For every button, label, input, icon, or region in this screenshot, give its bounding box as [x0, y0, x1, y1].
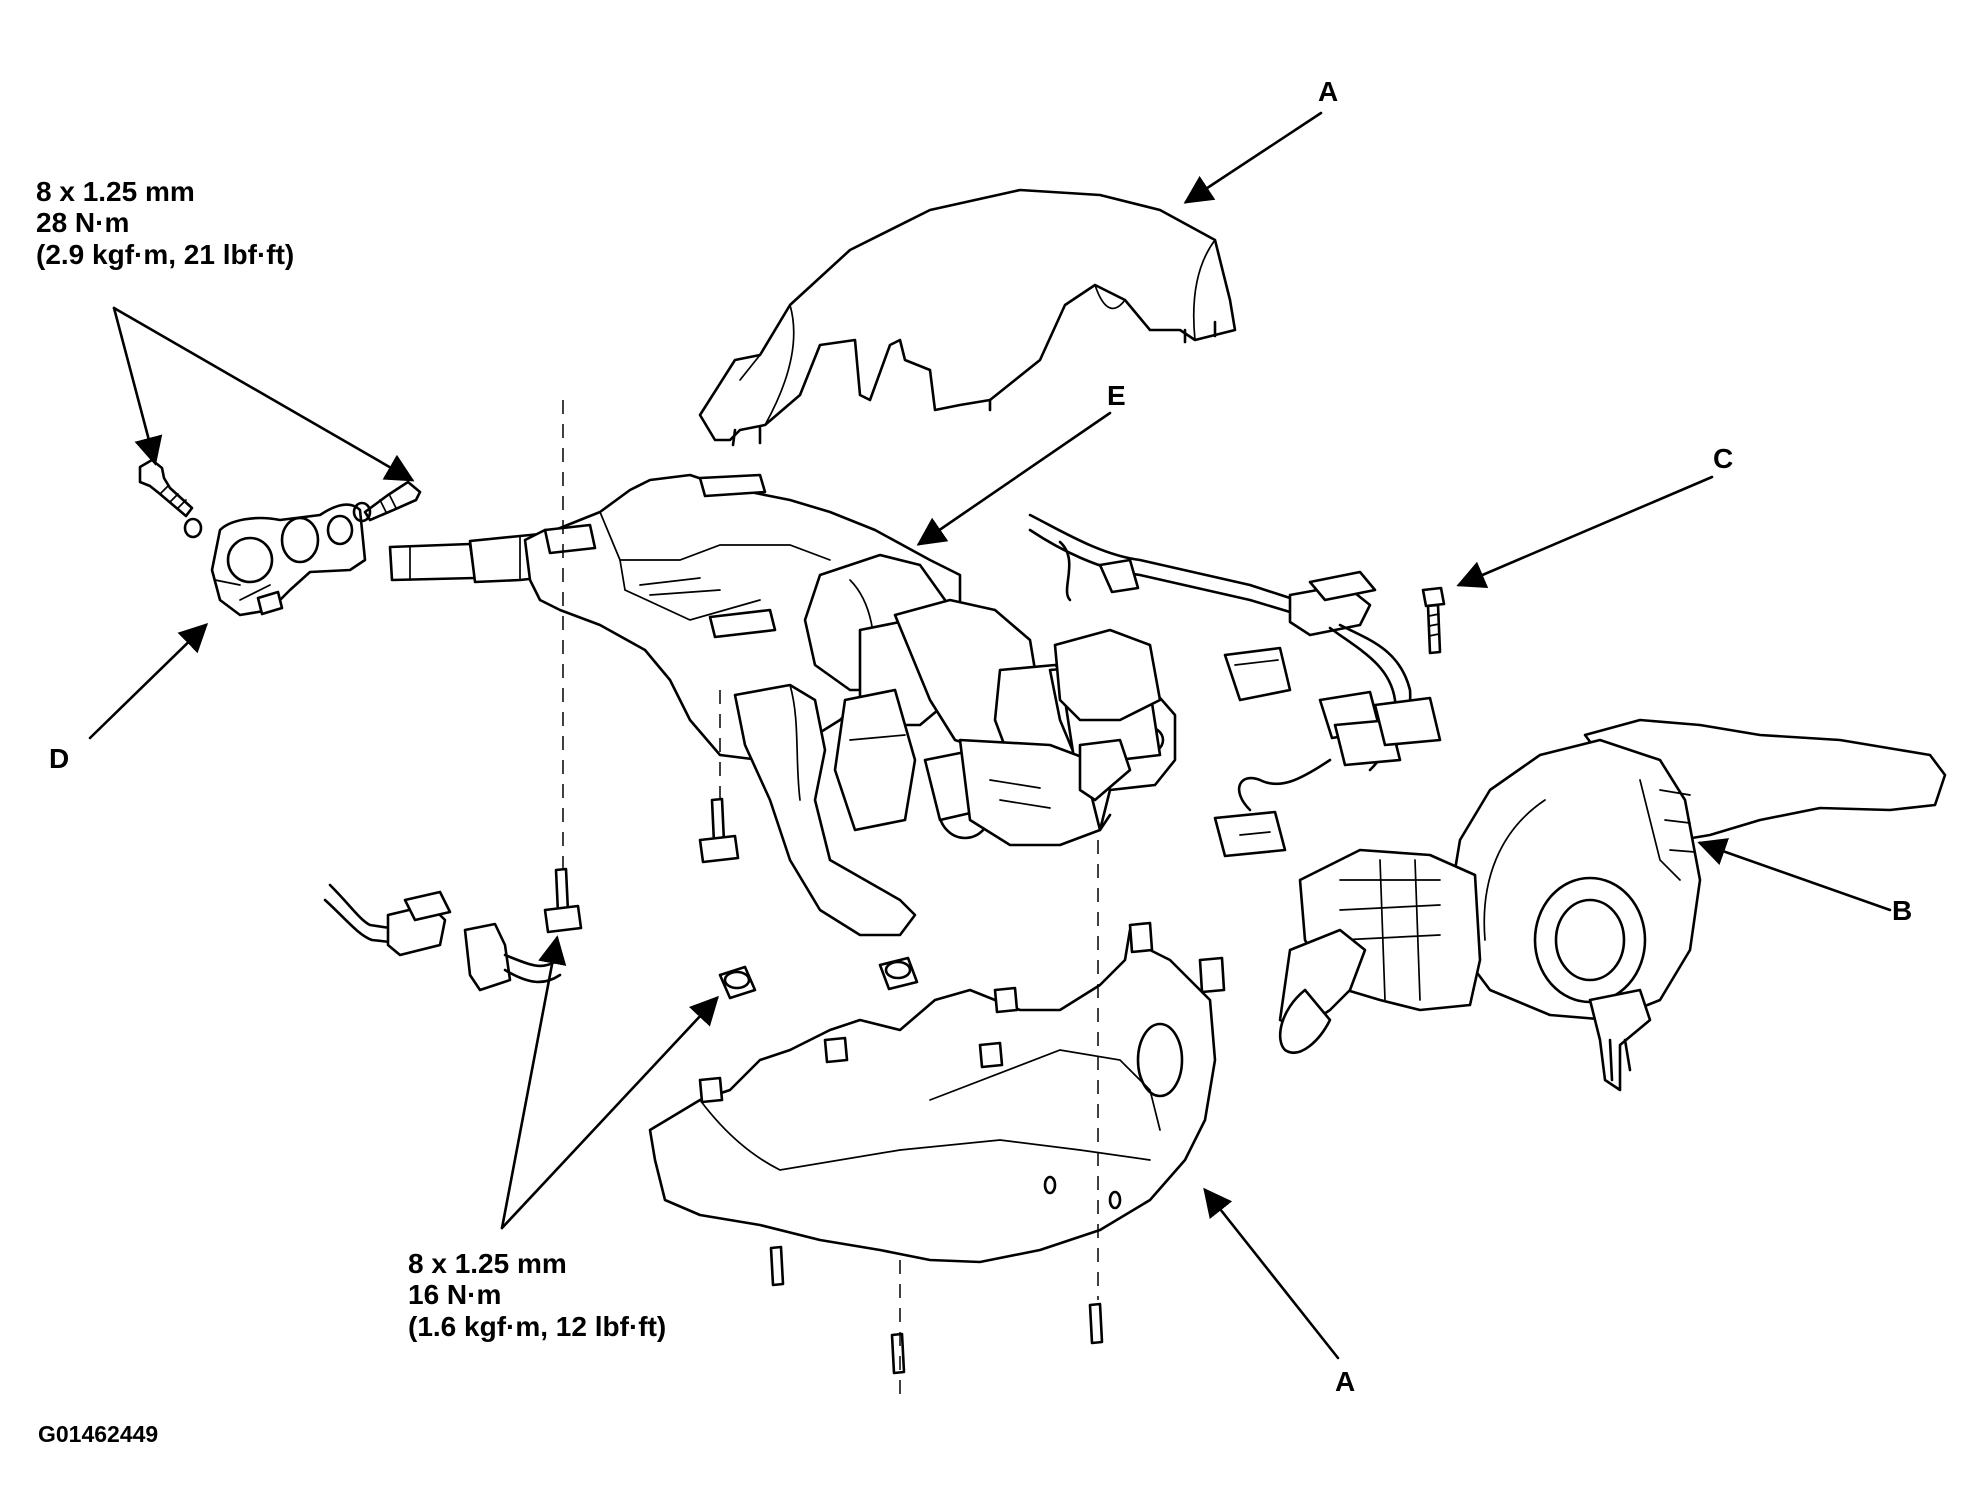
leader-e: [916, 411, 1112, 546]
leader-c: [1456, 475, 1714, 589]
callout-b: B: [1892, 895, 1913, 926]
steering-column-assembly: [388, 473, 1177, 937]
spec-upper-torque-alt: (2.9 kgf·m, 21 lbf·ft): [36, 238, 295, 270]
leader-spec-lower-right: [500, 995, 719, 1230]
spec-lower-torque-alt: (1.6 kgf·m, 12 lbf·ft): [408, 1310, 667, 1342]
leader-spec-upper-left: [112, 306, 163, 466]
upper-column-cover: [698, 188, 1237, 447]
lower-left-connectors: [323, 883, 562, 992]
callout-d: D: [49, 743, 70, 774]
spec-upper-torque: 28 N·m: [36, 207, 130, 239]
spec-upper-size: 8 x 1.25 mm: [36, 176, 195, 207]
combination-switch: [1278, 718, 1947, 1092]
bolt-c: [1421, 586, 1446, 655]
callout-c: C: [1713, 443, 1734, 474]
spec-upper: 8 x 1.25 mm 28 N·m (2.9 kgf·m, 21 lbf·ft…: [36, 176, 294, 270]
leader-a-top: [1183, 111, 1323, 204]
spec-lower-size: 8 x 1.25 mm: [408, 1248, 567, 1279]
leader-spec-upper-right: [112, 306, 415, 482]
callout-a-bottom: A: [1335, 1366, 1356, 1397]
universal-joint: [210, 503, 367, 617]
spec-lower-torque: 16 N·m: [408, 1279, 502, 1311]
figure-id: G01462449: [38, 1421, 159, 1447]
alignment-centerlines: [562, 400, 1099, 1400]
ujoint-bolts: [138, 458, 422, 539]
leader-spec-lower-left: [500, 935, 567, 1230]
leader-d: [88, 623, 209, 740]
callout-e: E: [1107, 380, 1126, 411]
wiring-harness: [1028, 513, 1442, 858]
spec-lower: 8 x 1.25 mm 16 N·m (1.6 kgf·m, 12 lbf·ft…: [408, 1248, 666, 1342]
leader-lines: [88, 111, 1892, 1360]
callout-a-top: A: [1318, 76, 1339, 107]
leader-b: [1697, 838, 1892, 912]
lower-column-cover: [648, 921, 1226, 1264]
leader-a-bottom: [1203, 1187, 1340, 1360]
